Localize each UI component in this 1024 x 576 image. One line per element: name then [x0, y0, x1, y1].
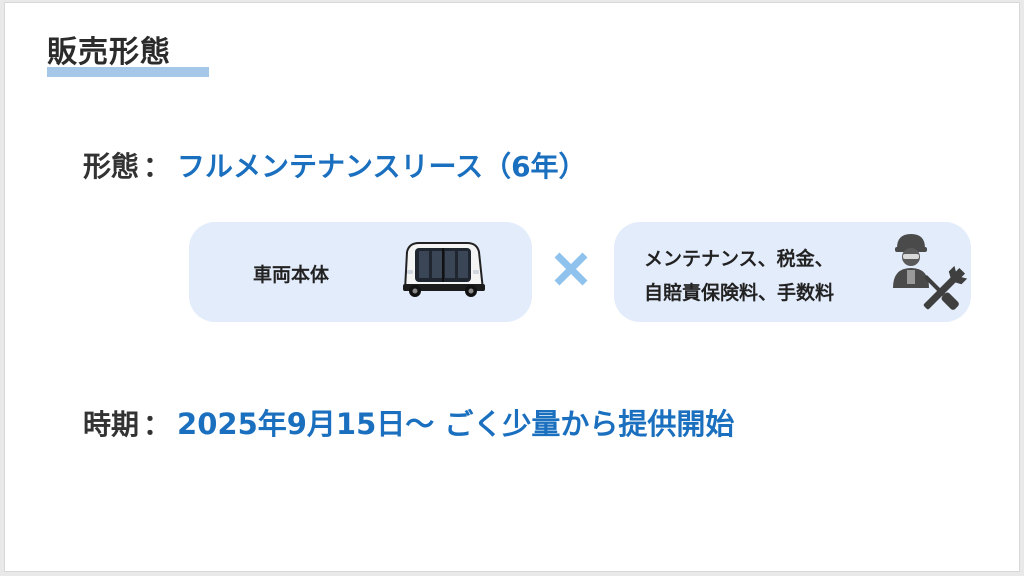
form-colon: ： — [143, 150, 172, 183]
form-row: 形態：フルメンテナンスリース（6年） — [83, 145, 587, 185]
vehicle-box: 車両本体 — [189, 222, 532, 322]
services-line-1: メンテナンス、税金、 — [644, 248, 834, 270]
timing-value: 2025年9月15日～ ごく少量から提供開始 — [177, 407, 735, 441]
timing-colon: ： — [143, 408, 172, 441]
multiply-icon — [554, 252, 588, 286]
services-box: メンテナンス、税金、 自賠責保険料、手数料 — [614, 222, 971, 322]
title-block: 販売形態 — [47, 31, 209, 77]
form-label: 形態 — [83, 150, 140, 183]
mechanic-wrench-icon — [893, 234, 968, 310]
bus-icon — [403, 242, 485, 297]
services-line-2: 自賠責保険料、手数料 — [644, 282, 835, 304]
title-underline — [47, 67, 209, 77]
page-title: 販売形態 — [47, 35, 171, 70]
timing-row: 時期：2025年9月15日～ ごく少量から提供開始 — [83, 401, 734, 443]
vehicle-label: 車両本体 — [253, 264, 330, 286]
timing-label: 時期 — [83, 408, 140, 441]
form-value: フルメンテナンスリース（6年） — [177, 150, 587, 183]
slide: 販売形態 形態：フルメンテナンスリース（6年） 車両本体 メンテナンス、税金、 — [4, 2, 1020, 572]
